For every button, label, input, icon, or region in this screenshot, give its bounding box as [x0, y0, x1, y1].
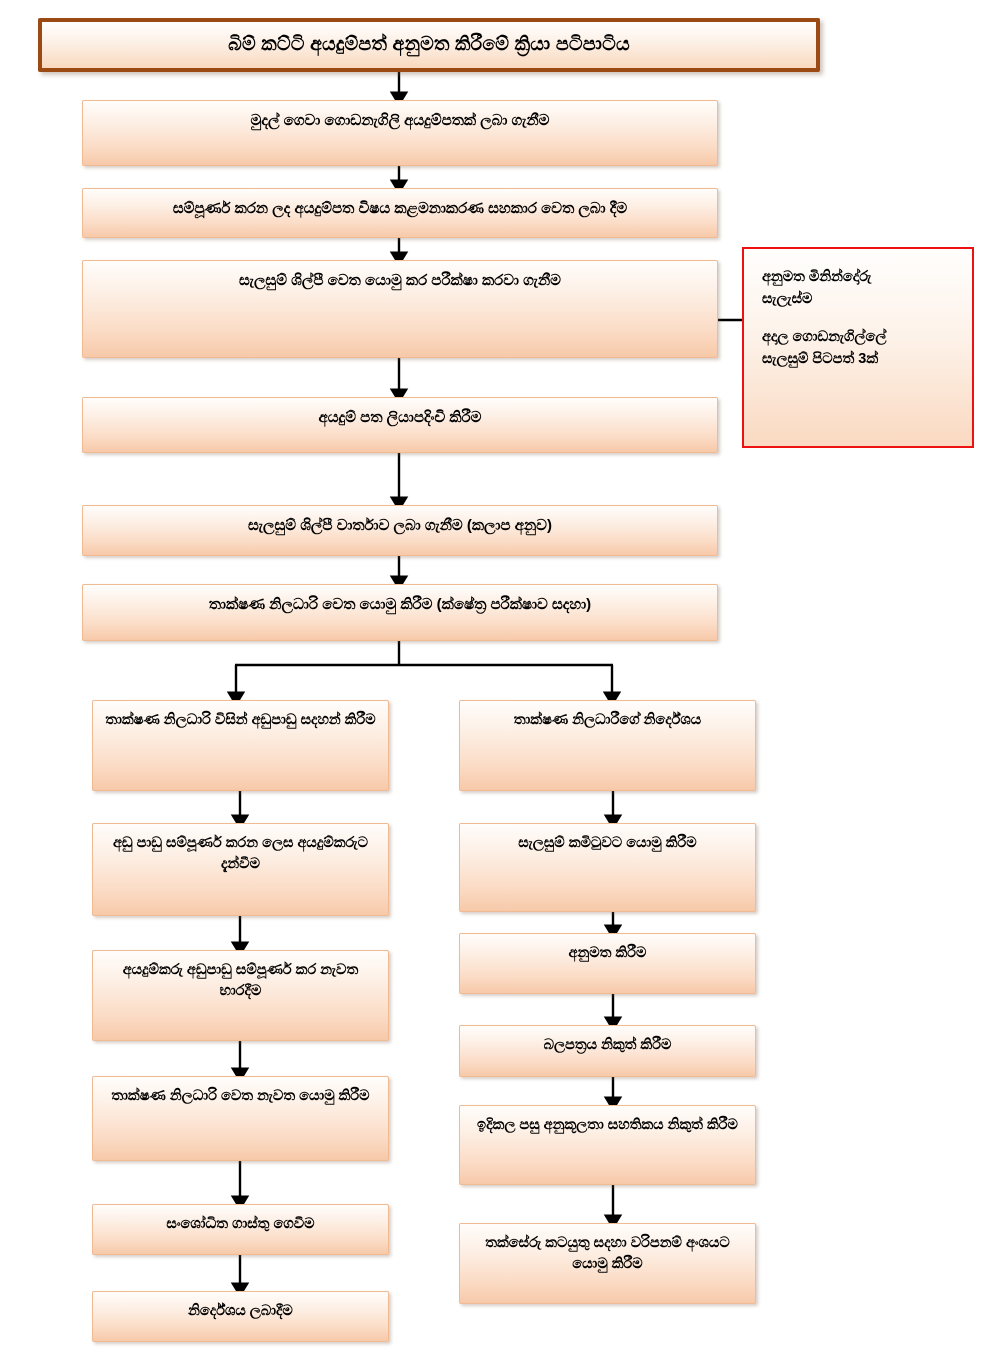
chart-title-text: බිම් කට්ටි අයදුම්පත් අනුමත කිරීමේ ක්‍රිය… [228, 34, 630, 55]
note-line-3: අදාල ගොඩනැගිල්ලේ [762, 329, 887, 346]
process-box-step-5[interactable]: සැලසුම් ශිල්පී වාර්තාව ලබා ගැනීම (කලාප අ… [82, 505, 718, 556]
process-box-right-5[interactable]: ඉදිකල පසු අනුකූලතා සහතිකය නිකුත් කිරීම [459, 1105, 756, 1185]
process-box-right-4[interactable]: බලපත්‍රය නිකුත් කිරීම [459, 1025, 756, 1077]
process-box-left-2-label: අඩු පාඩු සම්පූර්ණ කරන ලෙස අයදුම්කරුට දැන… [112, 835, 369, 872]
process-box-step-2-label: සම්පූර්ණ කරන ලද අයදුම්පත විෂය කළමනාකරණ ස… [172, 200, 628, 217]
process-box-right-3[interactable]: අනුමත කිරීම [459, 933, 756, 994]
process-box-left-2[interactable]: අඩු පාඩු සම්පූර්ණ කරන ලෙස අයදුම්කරුට දැන… [92, 823, 389, 916]
process-box-step-6[interactable]: තාක්ෂණ නිලධාරි වෙත යොමු කිරීම (ක්ෂේත්‍ර … [82, 584, 718, 641]
process-box-step-1-label: මුදල් ගෙවා ගොඩනැගිලි අයදුම්පතක් ලබා ගැනී… [250, 112, 550, 129]
process-box-step-4-label: අයදුම් පත ලියාපදිංචි කිරීම [318, 409, 482, 426]
process-box-right-3-label: අනුමත කිරීම [568, 945, 647, 961]
note-box-approved-survey-plan: අනුමත මිනින්දෝරු සැලැස්ම අදාල ගොඩනැගිල්ල… [742, 247, 974, 448]
process-box-right-1-label: තාක්ෂණ නිලධාරීගේ නිර්දේශය [513, 712, 702, 728]
process-box-left-3-label: අයදුම්කරු අඩුපාඩු සම්පූර්ණ කර නැවත භාරදී… [122, 962, 359, 999]
process-box-right-1[interactable]: තාක්ෂණ නිලධාරීගේ නිර්දේශය [459, 700, 756, 791]
process-box-left-4-label: තාක්ෂණ නිලධාරි වෙත නැවත යොමු කිරීම [111, 1088, 370, 1104]
process-box-step-5-label: සැලසුම් ශිල්පී වාර්තාව ලබා ගැනීම (කලාප අ… [248, 517, 552, 534]
process-box-right-4-label: බලපත්‍රය නිකුත් කිරීම [543, 1037, 672, 1053]
process-box-step-3[interactable]: සැලසුම් ශිල්පී වෙත යොමු කර පරීක්ෂා කරවා … [82, 260, 718, 358]
process-box-right-2[interactable]: සැලසුම් කමිටුවට යොමු කිරීම [459, 823, 756, 912]
note-spacer [762, 310, 958, 326]
process-box-left-1-label: තාක්ෂණ නිලධාරි විසින් අඩුපාඩු සදහන් කිරී… [105, 712, 376, 728]
note-line-1: අනුමත මිනින්දෝරු [762, 269, 872, 285]
process-box-left-4[interactable]: තාක්ෂණ නිලධාරි වෙත නැවත යොමු කිරීම [92, 1076, 389, 1161]
process-box-step-4[interactable]: අයදුම් පත ලියාපදිංචි කිරීම [82, 397, 718, 453]
process-box-right-5-label: ඉදිකල පසු අනුකූලතා සහතිකය නිකුත් කිරීම [477, 1117, 738, 1133]
process-box-left-1[interactable]: තාක්ෂණ නිලධාරි විසින් අඩුපාඩු සදහන් කිරී… [92, 700, 389, 791]
process-box-right-6-label: තක්සේරු කටයුතු සදහා වරිපනම් අංශයට යොමු ක… [485, 1235, 730, 1272]
process-box-step-6-label: තාක්ෂණ නිලධාරි වෙත යොමු කිරීම (ක්ෂේත්‍ර … [208, 596, 592, 613]
process-box-step-3-label: සැලසුම් ශිල්පී වෙත යොමු කර පරීක්ෂා කරවා … [239, 272, 561, 289]
process-box-left-5-label: සංශෝධිත ගාස්තු ගෙවීම [166, 1216, 315, 1232]
note-line-2: සැලැස්ම [762, 291, 813, 308]
process-box-step-1[interactable]: මුදල් ගෙවා ගොඩනැගිලි අයදුම්පතක් ලබා ගැනී… [82, 100, 718, 166]
process-box-step-2[interactable]: සම්පූර්ණ කරන ලද අයදුම්පත විෂය කළමනාකරණ ස… [82, 188, 718, 238]
process-box-left-3[interactable]: අයදුම්කරු අඩුපාඩු සම්පූර්ණ කර නැවත භාරදී… [92, 950, 389, 1041]
process-box-left-5[interactable]: සංශෝධිත ගාස්තු ගෙවීම [92, 1204, 389, 1255]
process-box-right-2-label: සැලසුම් කමිටුවට යොමු කිරීම [518, 835, 697, 851]
process-box-left-6-label: නිර්දේශය ලබාදීම [188, 1303, 293, 1319]
process-box-left-6[interactable]: නිර්දේශය ලබාදීම [92, 1291, 389, 1342]
process-box-right-6[interactable]: තක්සේරු කටයුතු සදහා වරිපනම් අංශයට යොමු ක… [459, 1223, 756, 1304]
note-line-4: සැලසුම් පිටපත් 3ක් [762, 351, 879, 368]
chart-title: බිම් කට්ටි අයදුම්පත් අනුමත කිරීමේ ක්‍රිය… [38, 18, 820, 72]
